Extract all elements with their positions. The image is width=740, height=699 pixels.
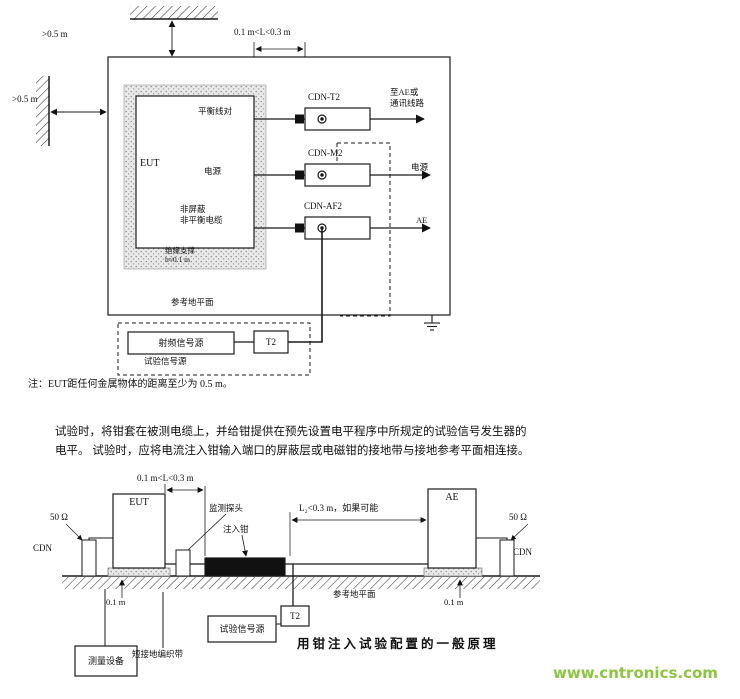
b-ae-label: AE — [445, 492, 459, 503]
cdn-t2-output-label: 至AE或 通讯线路 — [390, 87, 425, 108]
b-ref-plane-label: 参考地平面 — [333, 589, 376, 599]
feed-cable — [288, 228, 323, 343]
ground-plane — [62, 575, 540, 589]
probe-box — [175, 549, 191, 577]
b-sig-source-label: 试验信号源 — [219, 624, 265, 634]
t2-box-bottom — [280, 605, 310, 627]
body-paragraph: 试验时，将钳套在被测电缆上，并给钳提供在预先设置电平程序中所规定的试验信号发生器… — [55, 426, 530, 457]
ceiling-gap-label: >0.5 m — [42, 29, 68, 39]
support-height-dims — [119, 579, 463, 598]
eut-label: EUT — [140, 158, 160, 169]
eut-pedestal — [107, 567, 171, 577]
support-label: 绝缘支撑 h≈0.1 m — [165, 246, 195, 265]
ceiling-hatch — [130, 6, 218, 20]
left-ohm-leader — [65, 523, 83, 541]
cdn-boxes — [304, 107, 371, 240]
cdn-m2-output-label: 电源 — [411, 162, 429, 172]
b-t2-label: T2 — [290, 611, 300, 621]
rf-source-label: 射频信号源 — [158, 338, 204, 348]
sig-source-box — [207, 615, 277, 643]
eut-box-bottom — [112, 493, 166, 569]
b-clamp-label: 注入钳 — [223, 524, 249, 534]
b-cdn-right-label: CDN — [513, 547, 533, 557]
sig-source-box-label: 试验信号源 — [144, 356, 187, 366]
left-cdn-box — [81, 539, 97, 577]
left-wall-hatch — [36, 76, 50, 146]
clamp-leader — [241, 534, 248, 557]
measure-box — [74, 645, 138, 677]
right-ohm-leader — [510, 523, 529, 541]
cdn-af2-label: CDN-AF2 — [304, 201, 343, 211]
ae-pedestal — [423, 567, 483, 577]
eut-box — [135, 95, 255, 249]
b-measure-label: 测量设备 — [87, 656, 124, 666]
cdn-m2-label: CDN-M2 — [308, 148, 343, 158]
eut-cables — [254, 114, 305, 233]
port-balanced-label: 平衡线对 — [198, 106, 233, 116]
b-ohm-right-label: 50 Ω — [509, 512, 527, 522]
wall-gap-label: >0.5 m — [12, 94, 38, 104]
clamp-ae-dim — [289, 512, 427, 556]
cdn-t2-label: CDN-T2 — [308, 92, 340, 102]
cdn-af2-output-label: AE — [416, 215, 428, 225]
port-power-label: 电源 — [204, 166, 222, 176]
cdn-output-lines — [370, 114, 431, 233]
cable-length-dim — [253, 42, 306, 57]
top-diagram-shapes — [36, 6, 451, 376]
b-probe-label: 监测探头 — [209, 503, 244, 513]
b-eut-label: EUT — [129, 497, 149, 508]
b-support-right-dim: 0.1 m — [444, 597, 464, 607]
cdn-m2-box — [304, 163, 371, 187]
dashed-routing — [336, 142, 391, 317]
generator-dashed-box — [117, 322, 311, 376]
bottom-diagram-shapes — [62, 484, 540, 677]
b-ohm-left-label: 50 Ω — [50, 512, 68, 522]
cdn-af2-box — [304, 216, 371, 240]
site-watermark: www.cntronics.com — [553, 664, 718, 682]
rf-source-box — [127, 331, 235, 355]
port-unshielded-label: 非屏蔽 非平衡电缆 — [180, 204, 223, 225]
probe-leader — [187, 513, 227, 551]
injection-clamp — [204, 557, 286, 577]
ground-symbol — [424, 315, 440, 331]
b-braid-label: 短接地编织带 — [132, 649, 184, 659]
ae-box — [427, 488, 477, 569]
ref-plane-label: 参考地平面 — [171, 297, 214, 307]
right-cdn-box — [499, 539, 515, 577]
b-l2-dim-label: L₂<0.3 m，如果可能 — [299, 503, 379, 513]
cdn-t2-box — [304, 107, 371, 131]
figure-caption: 用钳注入试验配置的一般原理 — [297, 637, 499, 651]
b-support-left-dim: 0.1 m — [106, 597, 126, 607]
figure-note: 注：EUT距任何金属物体的距离至少为 0.5 m。 — [28, 379, 233, 390]
eut-clamp-dim — [164, 484, 206, 556]
t2-top-label: T2 — [266, 337, 276, 347]
b-eut-clamp-dim-label: 0.1 m<L<0.3 m — [137, 473, 194, 483]
b-cdn-left-label: CDN — [33, 543, 53, 553]
cable-length-label: 0.1 m<L<0.3 m — [234, 27, 291, 37]
